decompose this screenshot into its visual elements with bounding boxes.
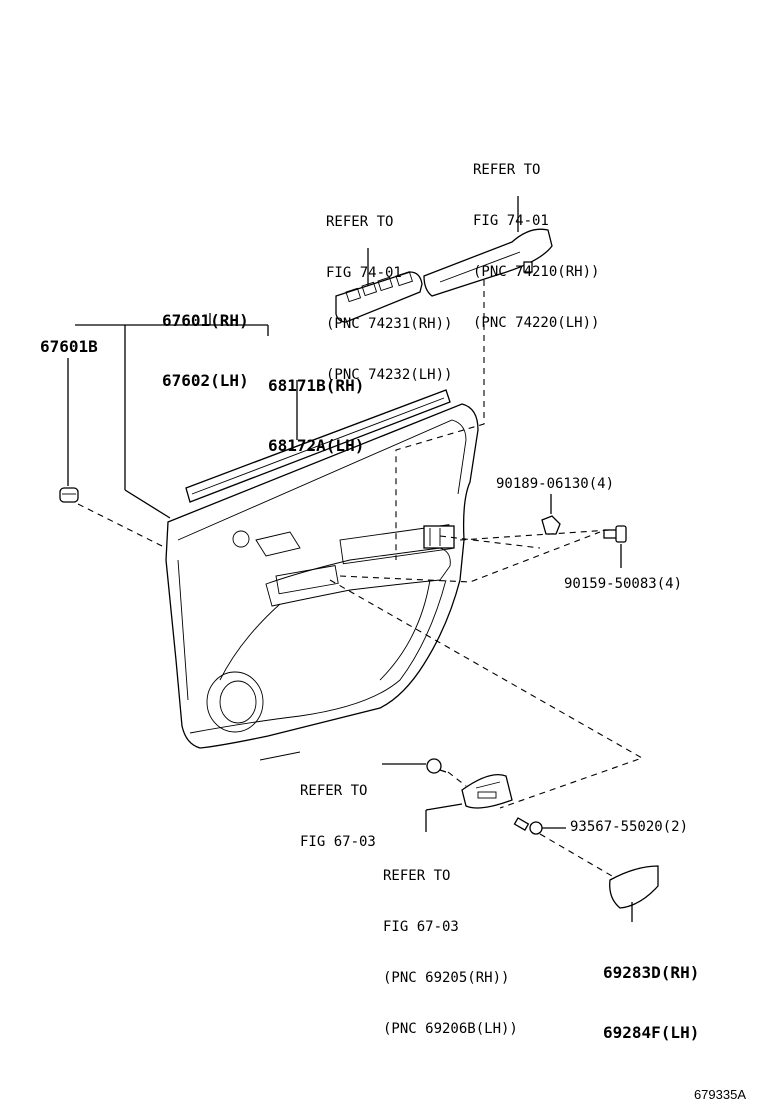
figure-id: 679335A: [693, 1087, 746, 1102]
part-label-67601b: 67601B: [40, 337, 98, 356]
part-number: 67602(LH): [162, 371, 249, 390]
handle-bezel-69283: [609, 865, 659, 909]
clip-67601b: [59, 487, 79, 503]
clip-90189: [541, 515, 561, 535]
assembly-lines: [77, 280, 644, 877]
part-number: 68171B(RH): [268, 376, 365, 395]
power-window-switch-bezel: [335, 271, 423, 323]
callout-refer-fig-74-01-switch: REFER TO FIG 74-01 (PNC 74231(RH)) (PNC …: [326, 180, 452, 401]
callout-line: (PNC 74232(LH)): [326, 367, 453, 383]
callout-line: REFER TO: [300, 783, 368, 799]
callout-refer-fig-67-03-handle: REFER TO FIG 67-03 (PNC 69205(RH)) (PNC …: [383, 834, 518, 1055]
callout-line: (PNC 74231(RH)): [326, 316, 453, 332]
callout-line: (PNC 74210(RH)): [473, 264, 600, 280]
callout-line: FIG 67-03: [300, 834, 376, 850]
part-label-93567: 93567-55020(2): [570, 819, 689, 835]
part-number: 68172A(LH): [268, 436, 365, 455]
callout-line: FIG 74-01: [326, 265, 402, 281]
belt-weatherstrip: [185, 389, 451, 503]
leader-lines: [67, 196, 633, 922]
callout-line: REFER TO: [383, 868, 451, 884]
callout-line: REFER TO: [326, 214, 394, 230]
part-label-67601: 67601(RH) 67602(LH): [162, 271, 249, 411]
callout-line: (PNC 74220(LH)): [473, 315, 600, 331]
screw-refer-67-03: [426, 758, 447, 774]
callout-line: (PNC 69205(RH)): [383, 970, 510, 986]
part-number: 67601(RH): [162, 311, 249, 330]
part-number: 69284F(LH): [603, 1023, 700, 1042]
callout-refer-fig-74-01-armrest: REFER TO FIG 74-01 (PNC 74210(RH)) (PNC …: [473, 128, 599, 349]
inside-handle: [461, 773, 513, 809]
screw-93567: [513, 817, 543, 835]
part-label-90189: 90189-06130(4): [496, 476, 615, 492]
callout-line: (PNC 69206B(LH)): [383, 1021, 518, 1037]
callout-line: REFER TO: [473, 162, 541, 178]
part-label-69283: 69283D(RH) 69284F(LH): [603, 923, 699, 1063]
part-label-90159: 90159-50083(4): [564, 576, 683, 592]
callout-refer-fig-67-03-screw: REFER TO FIG 67-03: [300, 749, 376, 868]
callout-line: FIG 74-01: [473, 213, 549, 229]
part-number: 69283D(RH): [603, 963, 700, 982]
screw-90159: [603, 525, 627, 543]
callout-line: FIG 67-03: [383, 919, 459, 935]
part-label-68171: 68171B(RH) 68172A(LH): [268, 336, 364, 476]
armrest-upper-panel: [423, 228, 553, 297]
